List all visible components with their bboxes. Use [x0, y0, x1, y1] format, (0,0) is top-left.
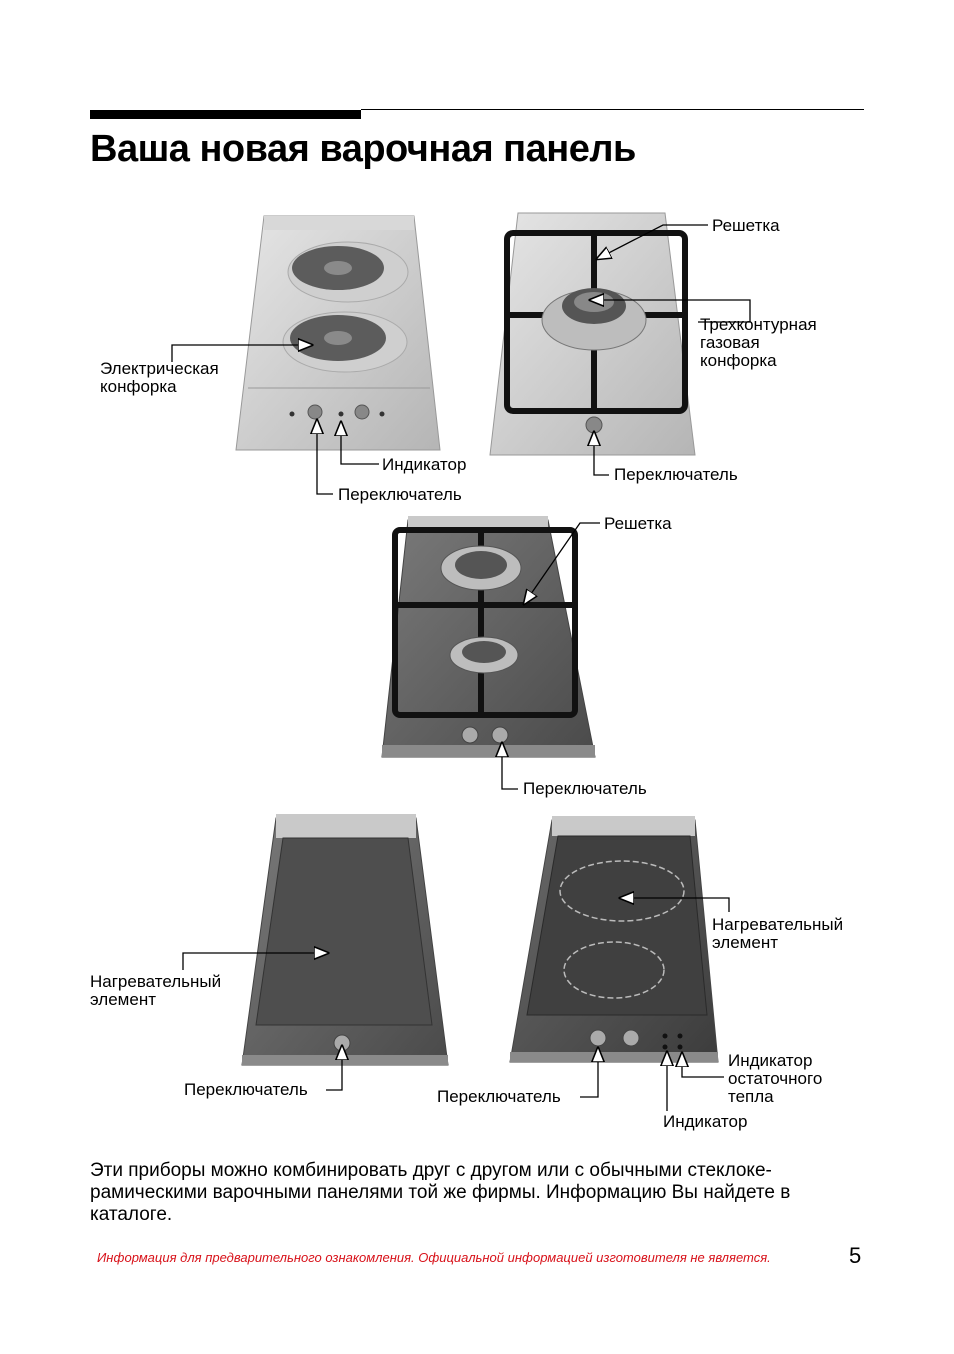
label-grate-2: Решетка [604, 514, 672, 533]
label-switch-3: Переключатель [523, 779, 647, 798]
ceramic-hob-image [509, 816, 719, 1063]
header-rule-thin [361, 109, 864, 110]
label-heating-element-1: Нагревательный элемент [90, 972, 222, 1009]
gas-hob-single-image [489, 212, 696, 456]
label-triple-burner: Трехконтурная газовая конфорка [700, 315, 817, 370]
label-switch-1: Переключатель [338, 485, 462, 504]
label-residual-heat-indicator: Индикатор остаточного тепла [728, 1051, 823, 1106]
label-switch-4: Переключатель [184, 1080, 308, 1099]
label-electric-burner: Электрическая конфорка [100, 359, 219, 396]
label-indicator-1: Индикатор [382, 455, 467, 474]
callout-lines [171, 224, 751, 1111]
label-switch-2: Переключатель [614, 465, 738, 484]
footer-disclaimer: Информация для предварительного ознакомл… [97, 1250, 771, 1265]
page-title: Ваша новая варочная панель [90, 128, 636, 170]
gas-hob-double-image [381, 516, 596, 758]
electric-hob-image [235, 215, 441, 451]
body-paragraph: Эти приборы можно комбинировать друг с д… [90, 1160, 791, 1225]
label-indicator-2: Индикатор [663, 1112, 748, 1131]
header-rule-thick [90, 110, 361, 119]
label-grate-1: Решетка [712, 216, 780, 235]
griddle-hob-image [241, 814, 449, 1066]
label-heating-element-2: Нагревательный элемент [712, 915, 844, 952]
label-switch-5: Переключатель [437, 1087, 561, 1106]
page-number: 5 [849, 1243, 862, 1268]
